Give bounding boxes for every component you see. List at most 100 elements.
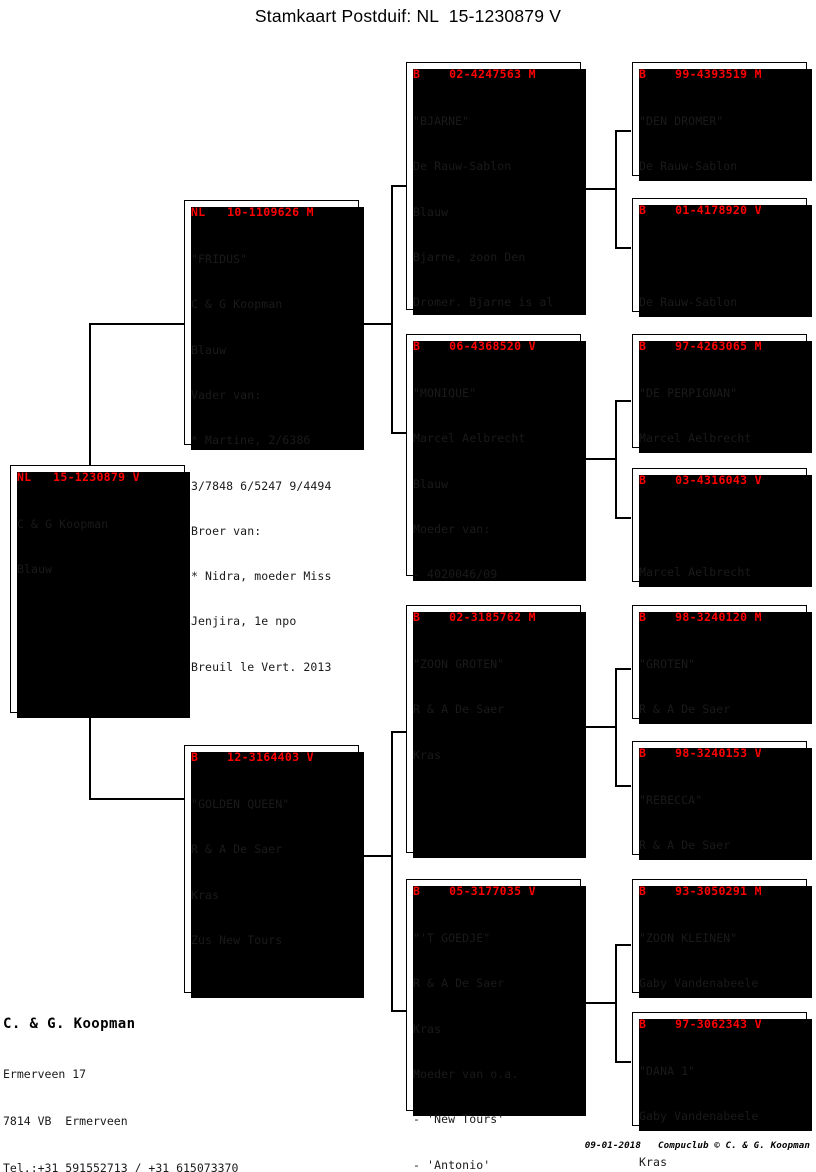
connector-root-stub-top — [89, 440, 91, 466]
owner-address: Ermerveen 17 7814 VB Ermerveen Tel.:+31 … — [3, 1036, 343, 1172]
detail-line: R & A De Saer — [639, 838, 731, 853]
connector-bjarne-in — [584, 188, 616, 190]
detail-line: Zus New Tours — [191, 933, 283, 948]
pedigree-box-paternal-grandmother[interactable]: B 06-4368520 V "MONIQUE" Marcel Aelbrech… — [406, 334, 586, 898]
detail-line: "DANA 1" — [639, 1064, 696, 1079]
page-title: Stamkaart Postduif: NL 15-1230879 V — [254, 6, 562, 26]
detail-line: Marcel Aelbrecht — [413, 431, 526, 446]
box-details: "ZOON GROTEN" R & A De Saer Kras — [413, 627, 580, 793]
detail-line: Kras — [413, 747, 442, 762]
detail-line: Jenjira, 1e npo — [191, 614, 297, 629]
box-shadow — [639, 612, 812, 724]
ring-number: B 93-3050291 M — [639, 884, 762, 898]
connector-monique-in — [584, 458, 616, 460]
detail-line: Marcel Aelbrecht — [639, 565, 752, 580]
ring-number: B 98-3240153 V — [639, 746, 762, 760]
detail-line: Blauw — [413, 204, 449, 219]
box-shadow — [639, 886, 812, 998]
box-shadow — [639, 1019, 812, 1131]
detail-line: R & A De Saer — [413, 702, 505, 717]
detail-line: "DE PERPIGNAN" — [639, 386, 738, 401]
box-details: "'T GOEDJE" R & A De Saer Kras Moeder va… — [413, 901, 580, 1172]
connector-monique-to-03-4316043 — [615, 517, 631, 519]
detail-line: Dromer. Bjarne is al — [413, 295, 554, 310]
pedigree-box-great-grandmother-2[interactable]: B 03-4316043 V Marcel Aelbrecht Blauw — [632, 468, 812, 625]
ring-number: B 99-4393519 M — [639, 67, 762, 81]
detail-line: Gaby Vandenabeele — [639, 976, 759, 991]
pedigree-box-great-grandfather-4[interactable]: B 93-3050291 M "ZOON KLEINEN" Gaby Vande… — [632, 879, 812, 1036]
detail-line — [639, 250, 806, 265]
connector-monique-to-perpignan — [615, 400, 631, 402]
detail-line: Marcel Aelbrecht — [639, 431, 752, 446]
box-details: C & G Koopman Blauw — [17, 487, 184, 608]
box-shadow — [413, 69, 586, 315]
ring-number: NL 10-1109626 M — [191, 205, 314, 219]
box-shadow — [413, 886, 586, 1116]
detail-line: Moeder van: — [413, 522, 491, 537]
detail-line — [639, 520, 806, 535]
connector-goedje-to-zoonkleinen — [615, 944, 631, 946]
pedigree-box-father[interactable]: NL 10-1109626 M "FRIDUS" C & G Koopman B… — [184, 200, 364, 674]
box-details: "FRIDUS" C & G Koopman Blauw Vader van: … — [191, 222, 358, 705]
detail-line: - 'Antonio' — [413, 1157, 491, 1172]
box-details: "DANA 1" Gaby Vandenabeele Kras — [639, 1034, 806, 1172]
connector-mother-to-zoongroten — [391, 731, 407, 733]
copyright-notice: 09-01-2018 Compuclub © C. & G. Koopman — [584, 1140, 810, 1151]
box-details: "GOLDEN QUEEN" R & A De Saer Kras Zus Ne… — [191, 767, 358, 978]
detail-line: - 'New Tours' — [413, 1112, 505, 1127]
ring-number: B 01-4178920 V — [639, 203, 762, 217]
detail-line: "FRIDUS" — [191, 252, 248, 267]
ring-number: NL 15-1230879 V — [17, 470, 140, 484]
pedigree-box-great-grandfather-2[interactable]: B 97-4263065 M "DE PERPIGNAN" Marcel Ael… — [632, 334, 812, 581]
pedigree-box-paternal-grandfather[interactable]: B 02-4247563 M "BJARNE" De Rauw-Sablon B… — [406, 62, 586, 672]
pedigree-box-maternal-grandfather[interactable]: B 02-3185762 M "ZOON GROTEN" R & A De Sa… — [406, 605, 586, 858]
connector-zoongroten-in — [584, 726, 616, 728]
connector-root-to-father — [89, 323, 184, 325]
pedigree-box-subject[interactable]: NL 15-1230879 V C & G Koopman Blauw — [10, 465, 190, 718]
box-shadow — [639, 69, 812, 181]
detail-line: "GROTEN" — [639, 657, 696, 672]
detail-line: Broer van: — [191, 523, 262, 538]
detail-line: "MONIQUE" — [413, 386, 477, 401]
address-line: 7814 VB Ermerveen — [3, 1113, 128, 1128]
pedigree-box-mother[interactable]: B 12-3164403 V "GOLDEN QUEEN" R & A De S… — [184, 745, 364, 998]
connector-father-vertical — [391, 185, 393, 433]
ring-number: B 06-4368520 V — [413, 339, 536, 353]
detail-line: Blauw — [413, 476, 449, 491]
pedigree-box-great-grandfather-1[interactable]: B 99-4393519 M "DEN DROMER" De Rauw-Sabl… — [632, 62, 812, 309]
pedigree-box-great-grandmother-1[interactable]: B 01-4178920 V De Rauw-Sablon Zus Lucky … — [632, 198, 812, 445]
box-shadow — [191, 207, 364, 450]
box-shadow — [17, 472, 190, 718]
owner-name: C. & G. Koopman — [3, 1016, 136, 1032]
ring-number: B 05-3177035 V — [413, 884, 536, 898]
detail-line: Breuil le Vert. 2013 — [191, 659, 332, 674]
detail-line: R & A De Saer — [191, 842, 283, 857]
detail-line: De Rauw-Sablon — [639, 159, 738, 174]
ring-number: B 02-3185762 M — [413, 610, 536, 624]
detail-line: * Nidra, moeder Miss — [191, 569, 332, 584]
connector-bjarne-to-dendromer — [615, 130, 631, 132]
box-shadow — [639, 475, 812, 587]
connector-father-to-monique — [391, 432, 407, 434]
connector-mother-to-goedje — [391, 1010, 407, 1012]
pedigree-box-great-grandfather-3[interactable]: B 98-3240120 M "GROTEN" R & A De Saer Kr… — [632, 605, 812, 762]
box-details: "ZOON KLEINEN" Gaby Vandenabeele Kras — [639, 901, 806, 1067]
box-shadow — [191, 752, 364, 998]
detail-line: "ZOON GROTEN" — [413, 657, 505, 672]
pedigree-box-great-grandmother-3[interactable]: B 98-3240153 V "REBECCA" R & A De Saer K… — [632, 741, 812, 898]
connector-goedje-in — [584, 1002, 616, 1004]
detail-line: "BJARNE" — [413, 114, 470, 129]
pedigree-box-maternal-grandmother[interactable]: B 05-3177035 V "'T GOEDJE" R & A De Saer… — [406, 879, 586, 1172]
connector-father-to-bjarne — [391, 185, 407, 187]
connector-mother-in — [360, 855, 392, 857]
detail-line: Gaby Vandenabeele — [639, 1109, 759, 1124]
connector-root-to-mother — [89, 798, 184, 800]
ring-number: B 97-4263065 M — [639, 339, 762, 353]
ring-number: B 12-3164403 V — [191, 750, 314, 764]
pedigree-box-great-grandmother-4[interactable]: B 97-3062343 V "DANA 1" Gaby Vandenabeel… — [632, 1012, 812, 1169]
detail-line: Vader van: — [191, 388, 262, 403]
phone-line: Tel.:+31 591552713 / +31 615073370 — [3, 1160, 239, 1172]
connector-goedje-to-dana — [615, 1061, 631, 1063]
owner-contact-block: C. & G. Koopman Ermerveen 17 7814 VB Erm… — [3, 1016, 343, 1172]
